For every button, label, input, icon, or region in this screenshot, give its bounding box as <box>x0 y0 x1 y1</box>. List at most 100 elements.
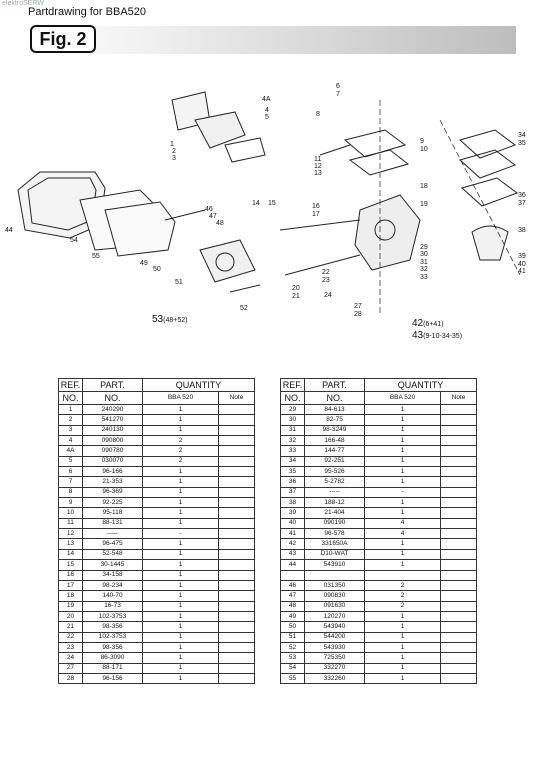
part-no-cell: 030070 <box>82 455 143 468</box>
part-no-cell: 331650A <box>304 538 365 550</box>
ref-no-cell: 12 <box>58 528 83 540</box>
quantity-cell: 1 <box>142 631 219 643</box>
part-no-cell: 541270 <box>82 414 143 426</box>
quantity-cell: 1 <box>142 672 219 685</box>
callout-label: 9 <box>420 138 424 145</box>
ref-no-cell: 46 <box>280 579 305 592</box>
callout-label: 48 <box>216 220 224 227</box>
quantity-cell: 1 <box>142 579 219 592</box>
note-cell <box>440 631 477 643</box>
quantity-cell: 1 <box>142 569 219 581</box>
svg-text:42(6+41): 42(6+41) <box>412 318 444 329</box>
ref-no-cell: 38 <box>280 497 305 509</box>
part-no-cell: 92-225 <box>82 497 143 509</box>
note-cell <box>218 610 255 623</box>
svg-text:53(48+52): 53(48+52) <box>152 314 187 325</box>
quantity-cell: 1 <box>364 538 441 550</box>
callout-label: 49 <box>140 260 148 267</box>
quantity-cell: - <box>142 528 219 540</box>
note-cell <box>440 476 477 488</box>
quantity-cell: 1 <box>364 455 441 468</box>
ref-no-cell: 43 <box>280 548 305 561</box>
ref-header-no: NO. <box>58 391 83 405</box>
note-cell <box>440 455 477 468</box>
ref-no-cell: 5 <box>58 455 83 468</box>
ref-no-cell: 30 <box>280 414 305 426</box>
note-cell <box>218 445 255 457</box>
quantity-cell: 1 <box>364 631 441 643</box>
quantity-cell: 1 <box>364 652 441 664</box>
part-no-cell: 543910 <box>304 559 365 571</box>
quantity-cell: 2 <box>364 590 441 602</box>
note-cell <box>440 445 477 457</box>
ref-no-cell: 16 <box>58 569 83 581</box>
callout-label: 24 <box>324 292 332 299</box>
callout-label: 3 <box>172 155 176 162</box>
quantity-cell <box>364 569 441 581</box>
part-no-cell: 98-234 <box>82 579 143 592</box>
ref-no-cell: 24 <box>58 652 83 664</box>
quantity-cell: 1 <box>364 424 441 437</box>
quantity-cell: 1 <box>142 497 219 509</box>
ref-no-cell: 36 <box>280 476 305 488</box>
quantity-cell: 1 <box>364 507 441 519</box>
part-no-cell: 96-156 <box>82 672 143 685</box>
part-no-cell: 88-171 <box>82 662 143 674</box>
callout-label: 46 <box>205 206 213 213</box>
note-cell <box>440 569 477 581</box>
note-cell <box>218 528 255 540</box>
note-cell <box>440 621 477 633</box>
part-no-cell: ----- <box>82 528 143 540</box>
quantity-cell: - <box>364 486 441 499</box>
part-no-cell: 090780 <box>82 445 143 457</box>
part-header: PART. <box>304 378 365 392</box>
ref-no-cell: 22 <box>58 631 83 643</box>
ref-no-cell <box>280 569 305 581</box>
part-no-cell: 5-2782 <box>304 476 365 488</box>
quantity-cell: 1 <box>142 610 219 623</box>
quantity-cell: 1 <box>142 414 219 426</box>
quantity-cell: 1 <box>364 548 441 561</box>
ref-no-cell: 11 <box>58 517 83 530</box>
note-cell <box>218 569 255 581</box>
part-header-no: NO. <box>304 391 365 405</box>
svg-text:43(9-10-34-35): 43(9-10-34-35) <box>412 330 462 341</box>
note-cell <box>218 507 255 519</box>
note-cell <box>218 641 255 654</box>
table-row: 12------ <box>58 528 255 540</box>
ref-no-cell: 6 <box>58 466 83 478</box>
note-cell <box>440 600 477 612</box>
callout-label: 36 <box>518 192 526 199</box>
part-no-cell: 84-613 <box>304 403 365 416</box>
callout-label: 29 <box>420 244 428 251</box>
note-cell <box>218 548 255 561</box>
part-no-cell: 96-166 <box>82 466 143 478</box>
note-cell <box>440 466 477 478</box>
note-cell <box>218 414 255 426</box>
callout-label: 52 <box>240 305 248 312</box>
callout-label: 47 <box>209 213 217 220</box>
quantity-cell: 1 <box>364 414 441 426</box>
assembly-53-num: 53 <box>152 314 164 325</box>
ref-no-cell: 1 <box>58 403 83 416</box>
callout-label: 4A <box>262 96 271 103</box>
callout-label: 20 <box>292 285 300 292</box>
callout-label: 1 <box>170 141 174 148</box>
quantity-cell: 1 <box>364 435 441 447</box>
ref-no-cell: 47 <box>280 590 305 602</box>
callout-label: 21 <box>292 293 300 300</box>
callout-label: 39 <box>518 253 526 260</box>
part-no-cell: 543940 <box>304 621 365 633</box>
part-header: PART. <box>82 378 143 392</box>
quantity-cell: 1 <box>142 476 219 488</box>
